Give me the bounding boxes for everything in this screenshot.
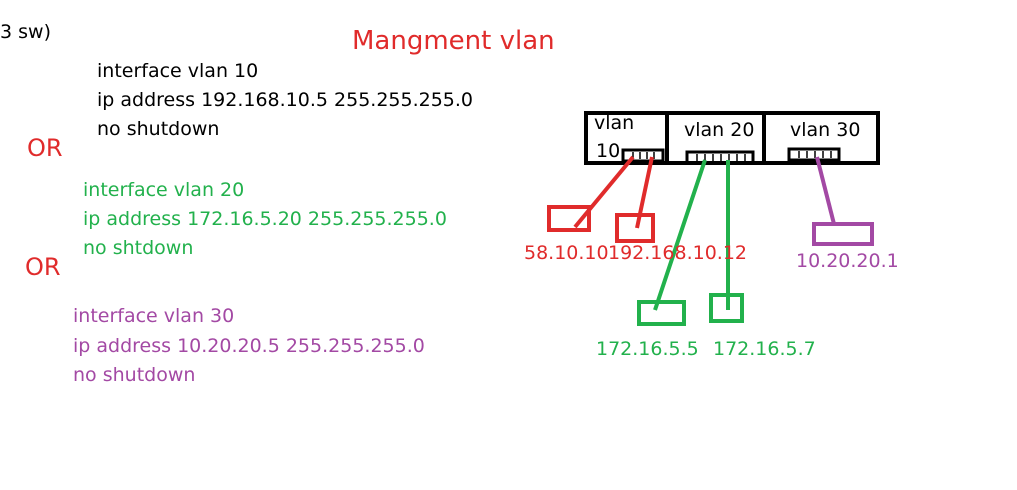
port-ticks xyxy=(632,151,832,161)
switch xyxy=(584,111,880,165)
switch-label-vlan10-line1: vlan xyxy=(594,112,635,134)
vlan20-link-a xyxy=(653,159,707,311)
vlan10-link-b xyxy=(635,156,654,229)
page-title: Mangment vlan xyxy=(352,26,555,56)
config-line: interface vlan 30 xyxy=(73,305,235,327)
vlan20-host-b xyxy=(709,293,744,323)
vlan20-links xyxy=(637,159,744,326)
config-line: ip address 192.168.10.5 255.255.255.0 xyxy=(97,89,474,111)
vlan10-host-b xyxy=(615,213,655,243)
host-label-vlan10-b: 192.168.10.12 xyxy=(608,242,748,264)
host-label-vlan10-a: 58.10.10 xyxy=(524,242,609,264)
or-label: OR xyxy=(27,134,63,162)
host-label-vlan30-a: 10.20.20.1 xyxy=(796,250,899,272)
switch-ports xyxy=(621,147,841,165)
config-line: ip address 172.16.5.20 255.255.255.0 xyxy=(83,208,447,230)
vlan20-host-a xyxy=(637,300,686,326)
port-group-vlan30 xyxy=(787,147,841,162)
config-line: no shutdown xyxy=(97,118,220,140)
config-line: no shutdown xyxy=(73,364,196,386)
vlan30-links xyxy=(812,156,874,246)
corner-text: 3 sw) xyxy=(0,21,51,43)
host-label-vlan20-a: 172.16.5.5 xyxy=(596,338,699,360)
switch-label-vlan20: vlan 20 xyxy=(684,119,755,141)
or-label: OR xyxy=(25,253,61,281)
vlan10-links xyxy=(547,155,655,243)
switch-outline xyxy=(584,111,880,165)
config-line: interface vlan 20 xyxy=(83,179,245,201)
vlan10-link-a xyxy=(573,155,635,229)
config-line: ip address 10.20.20.5 255.255.255.0 xyxy=(73,335,425,357)
vlan30-host-a xyxy=(812,222,874,246)
port-group-vlan10 xyxy=(621,148,665,163)
host-label-vlan20-b: 172.16.5.7 xyxy=(713,338,816,360)
port-group-vlan20 xyxy=(685,150,755,165)
vlan30-link-a xyxy=(815,156,836,225)
config-line: interface vlan 10 xyxy=(97,60,259,82)
switch-label-vlan30: vlan 30 xyxy=(790,119,861,141)
vlan10-host-a xyxy=(547,205,591,232)
config-line: no shtdown xyxy=(83,237,194,259)
switch-label-vlan10-line2: 10 xyxy=(596,140,621,162)
